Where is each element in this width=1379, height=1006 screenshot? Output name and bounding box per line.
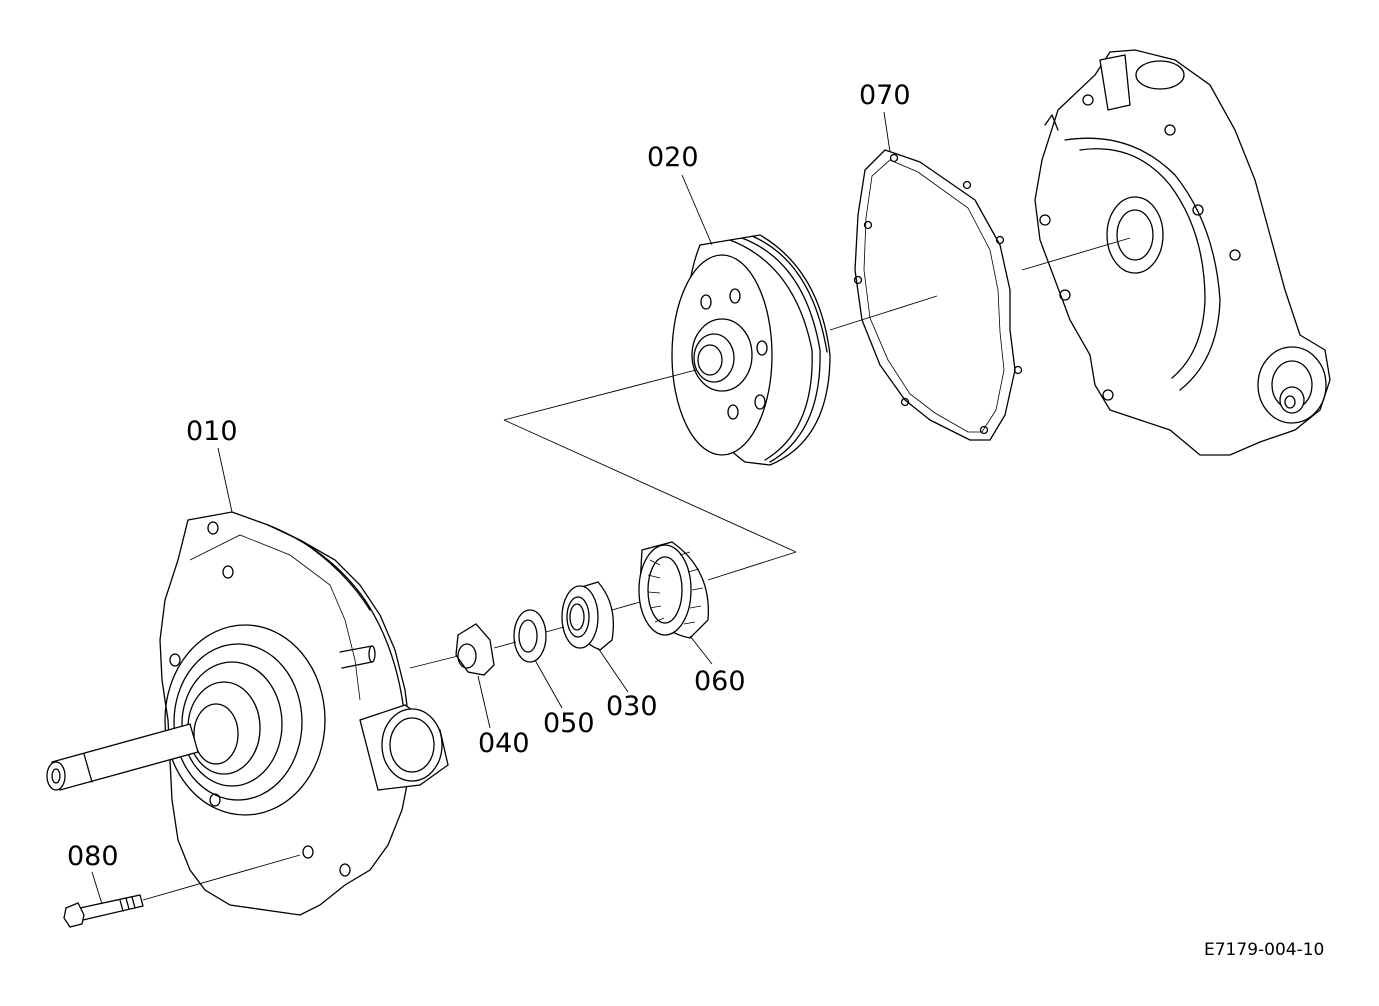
part-070-gasket [853,149,1023,441]
label-070: 070 [859,80,911,111]
transmission-case [1034,49,1331,456]
label-030: 030 [606,691,658,722]
part-020-drum [671,234,831,466]
part-060-clutch [638,541,710,639]
assembly-lines [91,111,1131,905]
part-040-nut [455,623,495,676]
part-010-housing [46,511,449,916]
part-030-bearing [561,581,615,651]
drawing-code: E7179-004-10 [1204,940,1324,960]
part-050-washer [513,609,547,663]
label-020: 020 [647,142,699,173]
label-010: 010 [186,416,238,447]
label-040: 040 [478,728,530,759]
label-060: 060 [694,666,746,697]
part-080-bolt [63,894,144,928]
part-labels: 010 020 070 040 050 030 060 080 E7179-00… [67,80,1324,960]
label-050: 050 [543,708,595,739]
label-080: 080 [67,841,119,872]
